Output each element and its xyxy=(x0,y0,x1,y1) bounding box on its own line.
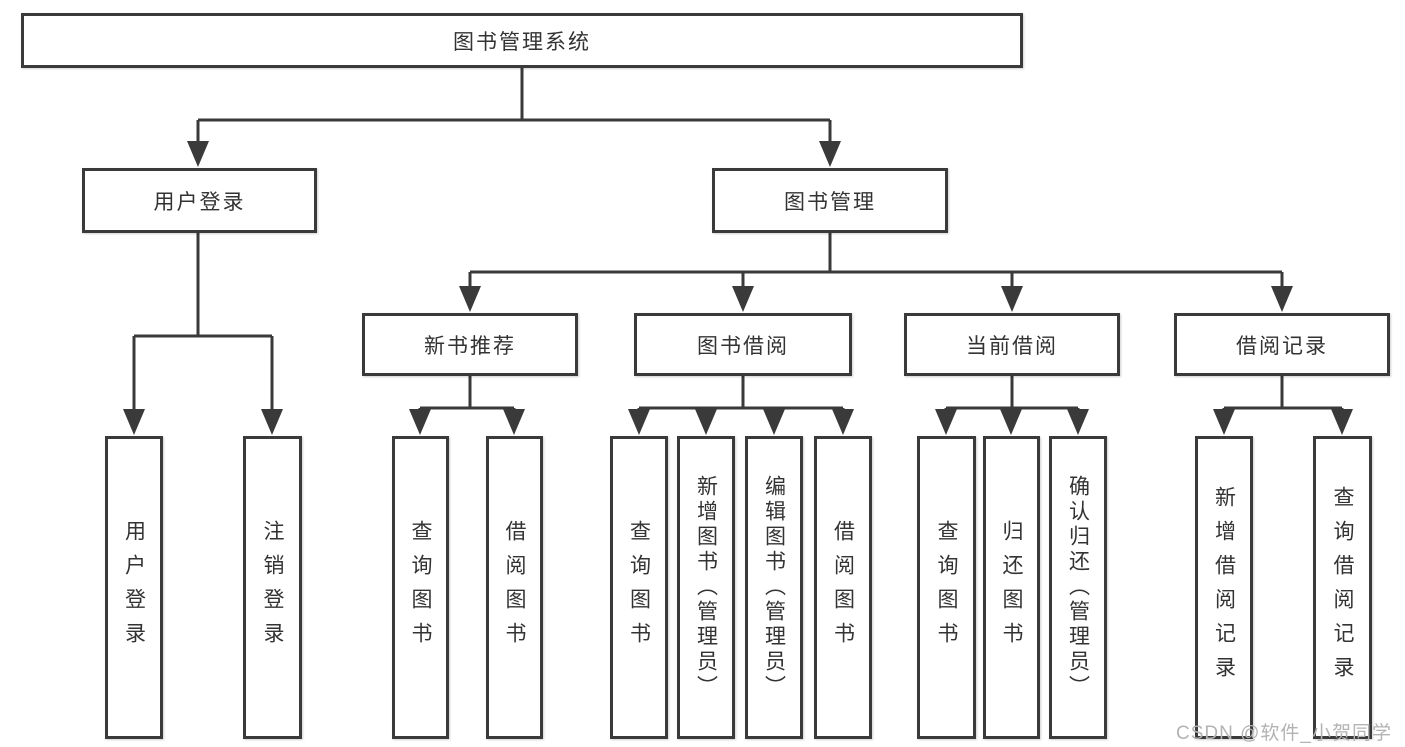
node-label: 图书借阅 xyxy=(697,334,789,358)
node-label: 借阅记录 xyxy=(1236,334,1328,358)
connector-user-login-branch xyxy=(123,233,283,435)
leaf-label: 归还图书 xyxy=(1000,519,1023,656)
node-book-borrowing: 图书借阅 xyxy=(634,313,852,376)
connector-book-borrow-branch xyxy=(628,376,854,435)
leaf-label: 查询借阅记录 xyxy=(1331,485,1354,690)
leaf-query-borrow-record: 查询借阅记录 xyxy=(1313,436,1372,739)
arrowhead xyxy=(187,141,209,167)
leaf-label: 借阅图书 xyxy=(503,519,526,656)
leaf-add-borrow-record: 新增借阅记录 xyxy=(1195,436,1253,739)
arrowhead xyxy=(628,409,650,435)
node-label: 图书管理 xyxy=(784,190,876,214)
leaf-query-books-3: 查询图书 xyxy=(917,436,976,739)
node-label: 新书推荐 xyxy=(424,334,516,358)
leaf-label: 查询图书 xyxy=(627,519,651,656)
arrowhead xyxy=(1271,286,1293,312)
leaf-label: 注销登录 xyxy=(261,519,284,656)
node-root-library-system: 图书管理系统 xyxy=(21,13,1023,68)
arrowhead xyxy=(1213,409,1235,435)
leaf-label: 编辑图书（管理员） xyxy=(762,475,786,700)
connector-book-management-branch xyxy=(459,233,1293,312)
leaf-borrow-books-2: 借阅图书 xyxy=(814,436,872,739)
connector-borrow-record-branch xyxy=(1213,376,1353,435)
arrowhead xyxy=(1001,286,1023,312)
arrowhead xyxy=(459,286,481,312)
leaf-label: 用户登录 xyxy=(122,519,146,656)
arrowhead xyxy=(832,409,854,435)
node-current-borrowing: 当前借阅 xyxy=(904,313,1120,376)
node-book-management: 图书管理 xyxy=(712,168,948,233)
node-user-login: 用户登录 xyxy=(82,168,317,233)
watermark: CSDN @软件_小贺同学 xyxy=(1176,723,1392,744)
node-new-book-recommendation: 新书推荐 xyxy=(362,313,578,376)
node-label: 图书管理系统 xyxy=(453,30,591,54)
connector-current-borrow-branch xyxy=(935,376,1089,435)
node-borrowing-records: 借阅记录 xyxy=(1174,313,1390,376)
arrowhead xyxy=(1000,409,1022,435)
connector-new-book-branch xyxy=(409,376,525,435)
arrowhead xyxy=(819,141,841,167)
leaf-query-books-2: 查询图书 xyxy=(610,436,668,739)
arrowhead xyxy=(935,409,957,435)
leaf-label: 查询图书 xyxy=(409,519,432,656)
leaf-label: 确认归还（管理员） xyxy=(1066,475,1090,700)
arrowhead xyxy=(409,409,431,435)
leaf-edit-books-admin: 编辑图书（管理员） xyxy=(745,436,803,739)
leaf-confirm-return-admin: 确认归还（管理员） xyxy=(1049,436,1107,739)
node-label: 当前借阅 xyxy=(966,334,1058,358)
connector-root-to-level2 xyxy=(187,68,841,167)
arrowhead xyxy=(503,409,525,435)
leaf-logout: 注销登录 xyxy=(243,436,302,739)
arrowhead xyxy=(1067,409,1089,435)
leaf-borrow-books-1: 借阅图书 xyxy=(486,436,543,739)
leaf-return-books: 归还图书 xyxy=(983,436,1040,739)
leaf-add-books-admin: 新增图书（管理员） xyxy=(677,436,735,739)
arrowhead xyxy=(763,409,785,435)
leaf-user-login: 用户登录 xyxy=(105,436,163,739)
leaf-label: 新增图书（管理员） xyxy=(694,475,718,700)
node-label: 用户登录 xyxy=(153,190,246,214)
leaf-label: 查询图书 xyxy=(935,519,958,656)
leaf-query-books-1: 查询图书 xyxy=(392,436,449,739)
arrowhead xyxy=(1331,409,1353,435)
arrowhead xyxy=(695,409,717,435)
arrowhead xyxy=(123,409,145,435)
arrowhead xyxy=(732,286,754,312)
leaf-label: 新增借阅记录 xyxy=(1212,485,1236,690)
arrowhead xyxy=(261,409,283,435)
leaf-label: 借阅图书 xyxy=(831,519,855,656)
